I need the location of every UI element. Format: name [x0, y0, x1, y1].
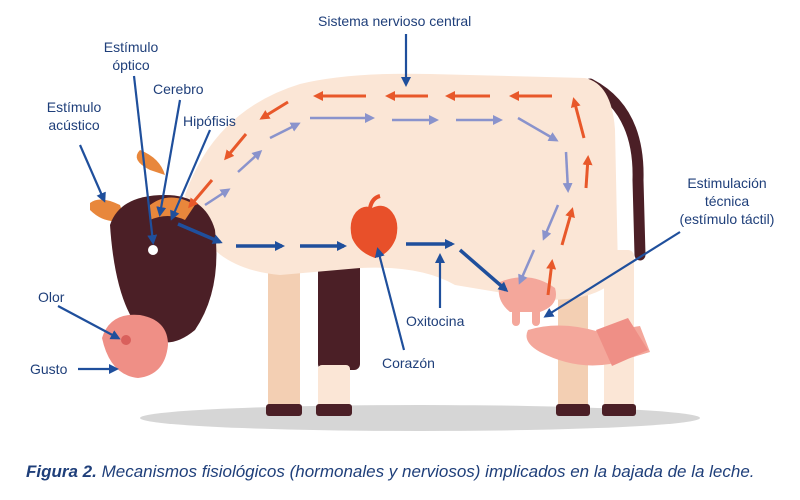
nerve-arrow: [259, 100, 289, 120]
nerve-arrow: [570, 97, 586, 139]
label-brain: Cerebro: [153, 81, 204, 97]
label-heart: Corazón: [382, 355, 435, 371]
pointer-pituitary: [170, 129, 212, 221]
figure-caption-text: Mecanismos fisiológicos (hormonales y ne…: [96, 462, 755, 481]
nerve-arrow: [560, 207, 575, 246]
pointer-tactile: [543, 231, 681, 318]
cow-teat: [532, 308, 540, 326]
cow-hoof: [266, 404, 302, 416]
cow-horn: [136, 150, 165, 175]
signal-arrow: [517, 116, 559, 142]
label-technical-stimulation: Estimulación técnica (estímulo táctil): [679, 175, 775, 227]
signal-pathway-arrows: [204, 113, 573, 285]
cow-udder: [498, 277, 556, 312]
heart-vessel: [368, 194, 381, 209]
nerve-arrow: [224, 133, 248, 161]
hormone-arrow: [458, 248, 509, 292]
cow-body: [185, 73, 618, 300]
label-optic-stimulus: Estímulo óptico: [103, 39, 159, 73]
nerve-arrow: [582, 155, 593, 189]
signal-arrow: [204, 188, 231, 207]
cow-eye: [148, 245, 158, 255]
label-oxytocin: Oxitocina: [406, 313, 465, 329]
cow-front-leg-left: [268, 255, 300, 410]
hormone-pathway-arrows: [177, 222, 509, 292]
nerve-arrow: [188, 179, 214, 209]
cow-nostril: [121, 335, 131, 345]
cow-head: [110, 195, 217, 343]
figure-caption-prefix: Figura 2.: [26, 462, 97, 481]
cow-teat: [512, 308, 520, 326]
pointer-acoustic: [78, 144, 106, 203]
pointer-optic: [132, 75, 158, 245]
signal-arrow: [542, 204, 560, 241]
label-pointers: [57, 34, 681, 374]
label-smell: Olor: [38, 289, 65, 305]
label-taste: Gusto: [30, 361, 68, 377]
cow-hoof: [602, 404, 636, 416]
cow-front-leg-right-lower: [318, 365, 350, 410]
label-central-nervous-system: Sistema nervioso central: [318, 13, 472, 29]
signal-arrow: [269, 122, 301, 140]
signal-arrow: [518, 249, 536, 285]
label-pituitary: Hipófisis: [183, 113, 236, 129]
signal-arrow: [562, 151, 573, 193]
hormone-arrow: [177, 222, 223, 244]
figure-caption: Figura 2. Mecanismos fisiológicos (hormo…: [26, 462, 786, 482]
label-acoustic-stimulus: Estímulo acústico: [46, 99, 102, 133]
cow-diagram: [57, 34, 700, 431]
pointer-heart: [374, 247, 406, 351]
pointer-brain: [156, 99, 182, 217]
signal-arrow: [237, 149, 263, 173]
milking-sleeve: [596, 318, 648, 366]
cow-hoof: [316, 404, 352, 416]
pointer-smell: [57, 305, 121, 340]
nerve-pathway-arrows: [188, 91, 593, 296]
heart-icon: [350, 205, 398, 258]
cow-front-leg-right: [318, 255, 360, 370]
cow-hoof: [556, 404, 590, 416]
nerve-arrow: [546, 259, 557, 296]
diagram-stage: Sistema nervioso central Estímulo óptico…: [30, 13, 775, 431]
